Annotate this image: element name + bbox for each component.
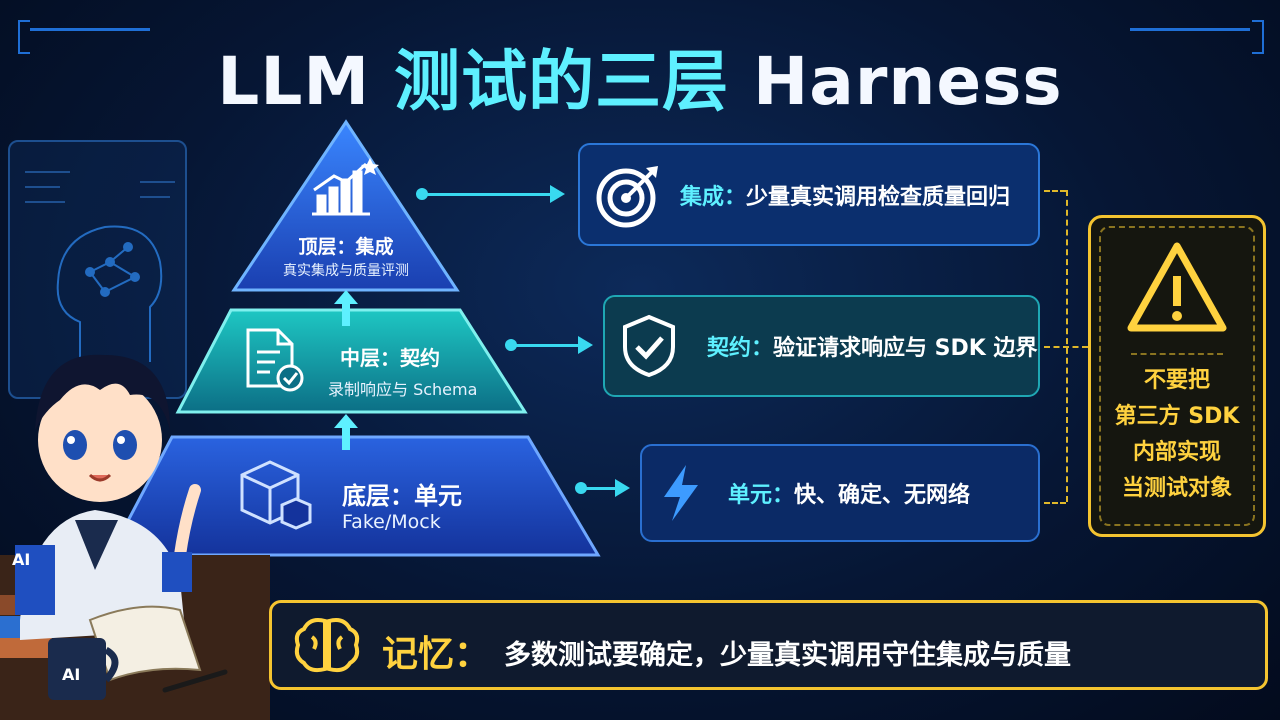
frame-corner-left — [18, 20, 30, 54]
frame-corner-right — [1252, 20, 1264, 54]
arrow-up-stem-1 — [342, 302, 350, 326]
document-check-icon — [246, 328, 304, 392]
arrow-right-icon — [615, 479, 630, 497]
mug-badge: AI — [62, 665, 80, 684]
bracket-link — [1044, 346, 1088, 348]
card-contract-desc: 验证请求响应与 SDK 边界 — [773, 336, 1038, 361]
arrow-up-icon — [334, 414, 358, 428]
character-illustration: AI AI — [0, 354, 228, 700]
card-unit-key: 单元： — [728, 483, 795, 508]
title-part-3: Harness — [729, 43, 1063, 120]
bottom-tier-label: 底层：单元 — [342, 482, 462, 510]
arrow-right-icon — [578, 336, 593, 354]
brain-icon — [294, 618, 360, 673]
connector-line-middle — [513, 344, 580, 347]
card-unit: 单元：快、确定、无网络 — [640, 444, 1040, 542]
title-part-1: LLM — [217, 43, 395, 120]
top-tier-sub: 真实集成与质量评测 — [283, 263, 409, 279]
cubes-icon — [240, 460, 312, 530]
hoodie-badge: AI — [12, 550, 30, 569]
card-integration-text: 集成：少量真实调用检查质量回归 — [680, 179, 1010, 211]
card-integration-desc: 少量真实调用检查质量回归 — [746, 184, 1011, 210]
bracket-bottom — [1044, 502, 1066, 504]
memory-text: 多数测试要确定，少量真实调用守住集成与质量 — [504, 640, 1071, 671]
brain-head-icon — [25, 171, 175, 362]
warning-icon — [1127, 242, 1227, 332]
title-part-2: 测试的三层 — [394, 43, 730, 120]
card-unit-desc: 快、确定、无网络 — [794, 483, 971, 508]
connector-dot-middle — [505, 339, 517, 351]
warning-inner-frame — [1099, 226, 1255, 526]
bracket-top — [1044, 190, 1066, 192]
warning-line-3: 内部实现 — [1132, 440, 1221, 465]
arrow-up-icon — [334, 290, 358, 304]
card-contract-key: 契约： — [707, 336, 774, 361]
memory-bar: 记忆： 多数测试要确定，少量真实调用守住集成与质量 — [269, 600, 1268, 690]
card-integration-key: 集成： — [680, 184, 747, 210]
warning-divider — [1131, 353, 1223, 355]
bottom-tier-sub: Fake/Mock — [342, 511, 441, 533]
page-title: LLM 测试的三层 Harness — [0, 28, 1280, 124]
warning-line-1: 不要把 — [1143, 368, 1210, 393]
warning-text: 不要把 第三方 SDK 内部实现 当测试对象 — [1091, 363, 1263, 507]
card-contract-text: 契约：验证请求响应与 SDK 边界 — [707, 330, 1038, 362]
frame-line-top-right — [1130, 28, 1250, 31]
pyramid-bottom-tier — [107, 435, 601, 557]
middle-tier-label: 中层：契约 — [340, 346, 440, 370]
memory-label: 记忆： — [382, 634, 491, 675]
card-unit-text: 单元：快、确定、无网络 — [728, 477, 970, 509]
connector-line-top — [424, 193, 552, 196]
connector-dot-bottom — [575, 482, 587, 494]
warning-box: 不要把 第三方 SDK 内部实现 当测试对象 — [1088, 215, 1266, 537]
frame-line-top-left — [30, 28, 150, 31]
middle-tier-sub: 录制响应与 Schema — [328, 380, 478, 399]
lightning-icon — [664, 465, 698, 521]
arrow-right-icon — [550, 185, 565, 203]
connector-line-bottom — [583, 487, 617, 490]
connector-dot-top — [416, 188, 428, 200]
growth-chart-icon — [312, 158, 379, 216]
arrow-up-stem-2 — [342, 426, 350, 450]
warning-line-2: 第三方 SDK — [1114, 404, 1240, 429]
shield-check-icon — [623, 314, 675, 378]
target-icon — [596, 165, 658, 227]
warning-line-4: 当测试对象 — [1121, 476, 1232, 501]
card-contract: 契约：验证请求响应与 SDK 边界 — [603, 295, 1040, 397]
card-integration: 集成：少量真实调用检查质量回归 — [578, 143, 1040, 246]
top-tier-label: 顶层：集成 — [298, 236, 394, 258]
